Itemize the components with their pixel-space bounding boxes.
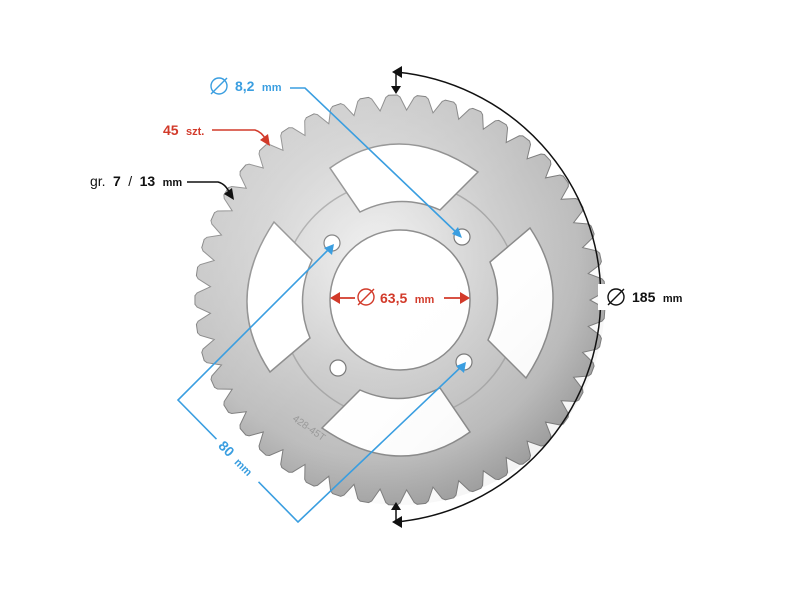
svg-text:gr. 7 / 13: gr. 7 / 13 mm <box>90 173 182 190</box>
arrow-head-icon <box>324 244 334 255</box>
diameter-symbol-icon <box>357 288 375 306</box>
bolt-spacing-dimension: 80 mm <box>176 244 466 524</box>
hole-diameter-value: 8,2 <box>235 78 255 94</box>
arrow-up-icon <box>391 502 401 510</box>
svg-text:63,5 mm: 63,5 mm <box>380 290 434 307</box>
diameter-symbol-icon <box>607 288 625 306</box>
arrow-head-icon <box>392 516 402 528</box>
arrow-down-icon <box>391 86 401 94</box>
center-bore-value: 63,5 <box>380 290 407 306</box>
center-bore-unit: mm <box>415 294 435 306</box>
thickness-callout: gr. 7 / 13 mm <box>90 173 234 200</box>
svg-text:185 mm: 185 mm <box>632 289 683 306</box>
arrow-head-icon <box>452 227 462 238</box>
thickness-separator: / <box>128 173 132 189</box>
tooth-count-value: 45 <box>163 122 179 138</box>
outer-diameter-value: 185 <box>632 289 656 305</box>
arrow-head-icon <box>456 362 466 373</box>
outer-diameter-dimension: 185 mm <box>391 66 690 528</box>
thickness-unit: mm <box>163 177 183 189</box>
arrow-head-icon <box>224 188 234 200</box>
thickness-value-a: 7 <box>113 173 121 189</box>
bolt-hole <box>329 359 347 377</box>
center-bore-dimension: 63,5 mm <box>330 288 470 307</box>
svg-text:8,2 mm: 8,2 mm <box>235 78 282 95</box>
tooth-count-unit: szt. <box>186 126 204 138</box>
outer-diameter-unit: mm <box>663 293 683 305</box>
arrow-right-icon <box>460 292 470 304</box>
thickness-value-b: 13 <box>140 173 156 189</box>
hole-diameter-dimension: 8,2 mm <box>210 77 462 238</box>
diameter-symbol-icon <box>210 77 228 95</box>
svg-text:45 szt.: 45 szt. <box>163 122 204 139</box>
arrow-head-icon <box>260 134 270 146</box>
hole-diameter-unit: mm <box>262 82 282 94</box>
thickness-prefix: gr. <box>90 173 106 189</box>
tooth-count-callout: 45 szt. <box>163 122 270 146</box>
arrow-left-icon <box>330 292 340 304</box>
